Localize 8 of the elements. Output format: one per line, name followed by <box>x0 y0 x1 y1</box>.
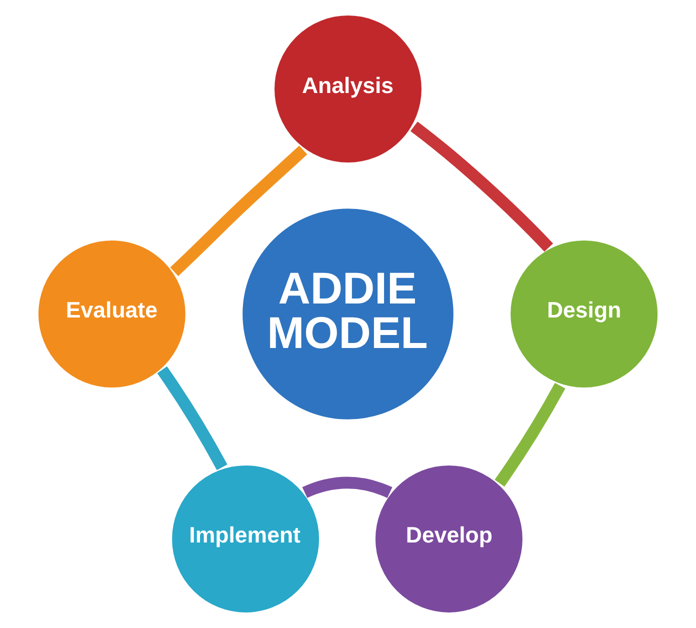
node-circle: Design <box>508 238 661 390</box>
node-circle: ADDIE MODEL <box>240 206 456 422</box>
connector <box>494 382 566 487</box>
node-circle: Evaluate <box>35 238 188 390</box>
connector <box>302 476 392 498</box>
connector <box>410 122 554 252</box>
connector <box>157 366 228 470</box>
connector <box>170 146 308 276</box>
